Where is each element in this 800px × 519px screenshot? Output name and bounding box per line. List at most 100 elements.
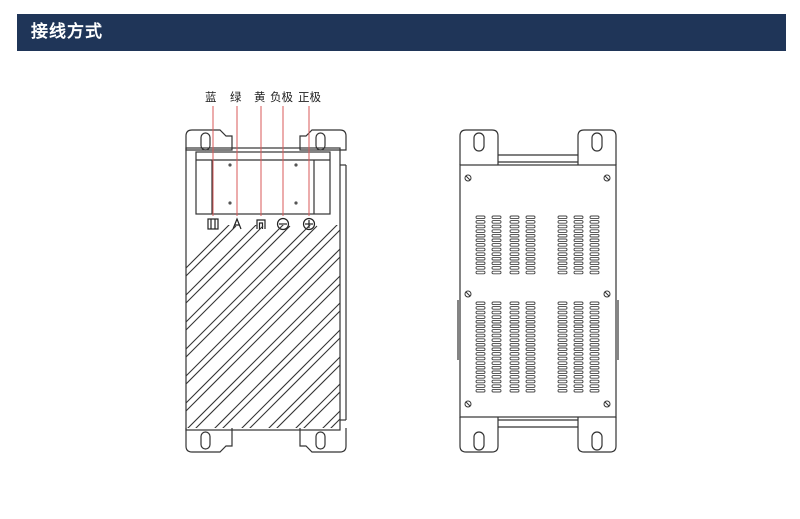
vent-slot xyxy=(491,220,502,224)
vent-slot xyxy=(525,243,536,247)
vent-slot xyxy=(475,324,486,329)
vent-slots xyxy=(475,215,600,393)
section-header: 接线方式 xyxy=(17,14,786,51)
vent-slot xyxy=(491,342,502,347)
vent-slot xyxy=(557,270,568,275)
vent-slot xyxy=(525,238,536,243)
vent-slot xyxy=(589,306,600,310)
vent-slot xyxy=(573,365,584,370)
vent-slot xyxy=(573,338,584,342)
vent-slot xyxy=(525,379,536,384)
vent-slot xyxy=(589,266,600,270)
vent-slot xyxy=(589,224,600,229)
vent-slot xyxy=(509,361,520,365)
vent-slot xyxy=(509,310,520,315)
vent-slot xyxy=(509,342,520,347)
vent-slot xyxy=(557,229,568,233)
vent-slot xyxy=(475,329,486,333)
vent-slot xyxy=(475,270,486,275)
vent-slot xyxy=(475,356,486,361)
vent-slot xyxy=(509,375,520,379)
vent-slot xyxy=(557,352,568,356)
panel-screws xyxy=(228,163,298,205)
vent-slot xyxy=(573,370,584,375)
vent-slot xyxy=(525,261,536,266)
vent-slot xyxy=(509,370,520,375)
vent-slot xyxy=(475,310,486,315)
vent-slot xyxy=(573,388,584,393)
terminal-blue-icon xyxy=(207,218,219,230)
vent-slot xyxy=(509,379,520,384)
vent-slot xyxy=(525,256,536,261)
vent-slot xyxy=(491,365,502,370)
vent-slot xyxy=(589,215,600,220)
vent-slot xyxy=(557,370,568,375)
vent-slot xyxy=(589,252,600,256)
vent-slot xyxy=(509,315,520,319)
vent-slot xyxy=(509,261,520,266)
vent-slot xyxy=(589,324,600,329)
vent-slot xyxy=(573,247,584,252)
vent-slot xyxy=(509,365,520,370)
vent-slot xyxy=(475,379,486,384)
vent-slot xyxy=(491,301,502,306)
vent-slot xyxy=(475,220,486,224)
vent-slot xyxy=(589,220,600,224)
vent-slot xyxy=(573,379,584,384)
vent-slot xyxy=(475,352,486,356)
vent-slot xyxy=(557,388,568,393)
controller-body xyxy=(185,147,341,431)
vent-slot xyxy=(525,266,536,270)
vent-slot xyxy=(525,329,536,333)
heatsink-fins xyxy=(186,225,340,428)
vent-slot xyxy=(509,301,520,306)
vent-slot xyxy=(557,319,568,324)
vent-slot xyxy=(525,301,536,306)
vent-slot xyxy=(509,324,520,329)
mount-tab-top-left xyxy=(459,129,499,165)
vent-slot xyxy=(589,238,600,243)
vent-slot xyxy=(573,266,584,270)
vent-slot xyxy=(509,270,520,275)
vent-slot xyxy=(475,306,486,310)
back-plate xyxy=(459,164,617,418)
vent-slot xyxy=(509,224,520,229)
vent-slot xyxy=(573,384,584,388)
vent-slot xyxy=(589,338,600,342)
vent-slot xyxy=(509,333,520,338)
mount-tab-bottom-left xyxy=(459,417,499,453)
vent-slot xyxy=(589,375,600,379)
vent-slot xyxy=(491,233,502,238)
vent-slot xyxy=(475,224,486,229)
vent-slot xyxy=(525,233,536,238)
vent-slot xyxy=(589,347,600,352)
vent-slot xyxy=(573,215,584,220)
vent-slot xyxy=(557,233,568,238)
vent-slot xyxy=(475,301,486,306)
vent-slot xyxy=(589,342,600,347)
wire-label-blue: 蓝 xyxy=(205,90,217,104)
vent-slot xyxy=(491,261,502,266)
mount-hole xyxy=(315,431,326,450)
vent-slot xyxy=(525,220,536,224)
vent-slot xyxy=(589,384,600,388)
vent-slot xyxy=(525,347,536,352)
vent-slot xyxy=(573,252,584,256)
mount-hole xyxy=(200,132,211,151)
vent-slot xyxy=(475,229,486,233)
vent-slot xyxy=(509,215,520,220)
vent-slot xyxy=(589,233,600,238)
vent-slot xyxy=(573,342,584,347)
vent-slot xyxy=(589,379,600,384)
vent-slot xyxy=(557,301,568,306)
vent-slot xyxy=(491,266,502,270)
mount-hole xyxy=(591,132,603,152)
vent-slot xyxy=(475,215,486,220)
vent-slot xyxy=(491,215,502,220)
vent-slot xyxy=(491,315,502,319)
vent-slot xyxy=(475,315,486,319)
vent-slot xyxy=(509,356,520,361)
vent-slot xyxy=(557,324,568,329)
vent-slot xyxy=(573,324,584,329)
